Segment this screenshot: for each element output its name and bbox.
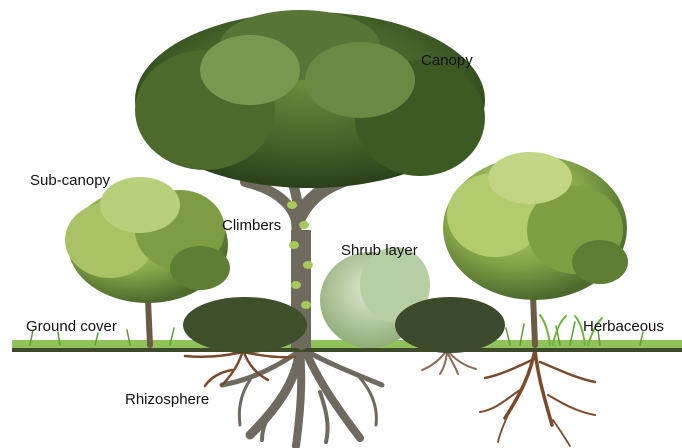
label-sub-canopy: Sub-canopy — [30, 173, 110, 188]
label-ground-cover: Ground cover — [26, 319, 117, 334]
label-shrub-layer: Shrub layer — [341, 243, 418, 258]
rhizosphere-roots — [185, 350, 595, 446]
label-rhizosphere: Rhizosphere — [125, 392, 209, 407]
label-climbers: Climbers — [222, 218, 281, 233]
label-canopy: Canopy — [421, 53, 473, 68]
label-herbaceous: Herbaceous — [583, 319, 664, 334]
